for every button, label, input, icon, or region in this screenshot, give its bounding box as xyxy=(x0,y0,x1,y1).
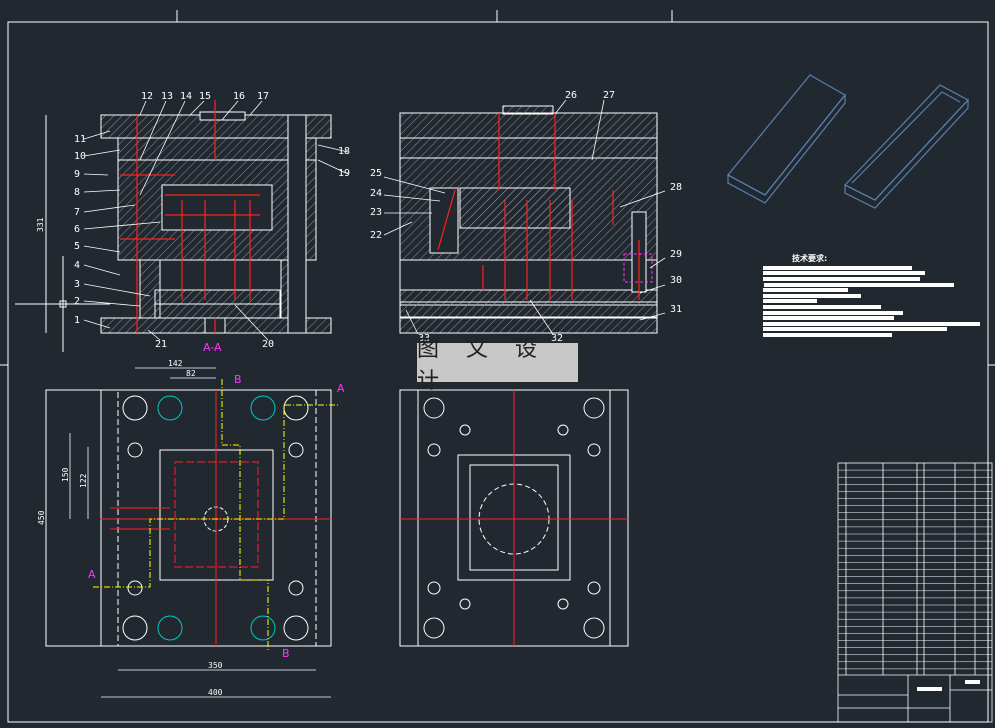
part-label-17: 17 xyxy=(257,91,269,102)
frame-ticks xyxy=(0,10,995,366)
parts-list-rows xyxy=(838,469,992,670)
part-label-13: 13 xyxy=(161,91,173,102)
part-label-28: 28 xyxy=(670,182,682,193)
title-block-company xyxy=(965,680,980,684)
part-label-31: 31 xyxy=(670,304,682,315)
section-mark-b: B xyxy=(234,373,242,386)
part-label-33: 33 xyxy=(418,333,430,344)
part-label-24: 24 xyxy=(370,188,382,199)
part-label-12: 12 xyxy=(141,91,153,102)
part-label-6: 6 xyxy=(74,224,80,235)
part-label-5: 5 xyxy=(74,241,80,252)
section-markers: A A B B xyxy=(88,373,345,660)
part-label-8: 8 xyxy=(74,187,80,198)
section-label-a-a: A-A xyxy=(203,341,222,354)
part-label-27: 27 xyxy=(603,90,615,101)
dimension-350: 350 xyxy=(208,661,223,670)
dimension-82: 82 xyxy=(186,369,196,378)
section-view-b-b xyxy=(399,105,658,334)
dimension-150: 150 xyxy=(61,467,70,482)
dimension-331: 331 xyxy=(36,115,47,333)
part-label-3: 3 xyxy=(74,279,80,290)
part-label-9: 9 xyxy=(74,169,80,180)
part-label-22: 22 xyxy=(370,230,382,241)
dimension-122: 122 xyxy=(79,473,88,488)
dimension-450: 450 xyxy=(37,510,46,525)
part-label-10: 10 xyxy=(74,151,86,162)
plan-view-fixed-half xyxy=(45,389,332,647)
part-label-32: 32 xyxy=(551,333,563,344)
part-label-14: 14 xyxy=(180,91,192,102)
center-mark xyxy=(15,256,110,352)
leader-lines-right xyxy=(383,99,666,335)
plan-right-centerlines xyxy=(400,390,628,646)
part-3d-model xyxy=(727,74,969,209)
cutting-plane-lines xyxy=(93,379,340,650)
part-label-21: 21 xyxy=(155,339,167,350)
part-label-4: 4 xyxy=(74,260,80,271)
cooling-spring-29 xyxy=(623,253,653,283)
section-mark-a: A xyxy=(337,382,345,395)
leader-lines-left xyxy=(83,100,349,341)
part-labels-right: 25 24 23 22 26 27 28 29 30 31 33 32 xyxy=(370,90,682,344)
plan-left-centerlines xyxy=(100,390,331,646)
part-label-23: 23 xyxy=(370,207,382,218)
plan-dimensions xyxy=(45,367,331,698)
title-block-name xyxy=(917,687,942,691)
part-label-30: 30 xyxy=(670,275,682,286)
dimension-400: 400 xyxy=(208,688,223,697)
section-mark-a: A xyxy=(88,568,96,581)
part-label-25: 25 xyxy=(370,168,382,179)
drawing-border xyxy=(7,21,989,723)
part-label-11: 11 xyxy=(74,134,86,145)
section-b-centerlines xyxy=(437,113,640,300)
part-label-16: 16 xyxy=(233,91,245,102)
part-labels-left: 11 10 9 8 7 6 5 4 3 2 1 12 13 14 15 16 1… xyxy=(74,91,350,354)
section-view-a-a xyxy=(100,111,332,334)
part-label-2: 2 xyxy=(74,296,80,307)
tech-requirements-text xyxy=(763,266,980,337)
part-label-29: 29 xyxy=(670,249,682,260)
part-label-20: 20 xyxy=(262,339,274,350)
part-label-1: 1 xyxy=(74,315,80,326)
part-label-18: 18 xyxy=(338,146,350,157)
part-label-7: 7 xyxy=(74,207,80,218)
part-label-19: 19 xyxy=(338,168,350,179)
section-mark-b: B xyxy=(282,647,290,660)
dimension-331-label: 331 xyxy=(36,217,45,232)
part-label-15: 15 xyxy=(199,91,211,102)
tech-requirements-title: 技术要求: xyxy=(792,254,828,263)
watermark: 图 文 设 计 xyxy=(417,337,578,394)
part-label-26: 26 xyxy=(565,90,577,101)
dimension-142: 142 xyxy=(168,359,183,368)
